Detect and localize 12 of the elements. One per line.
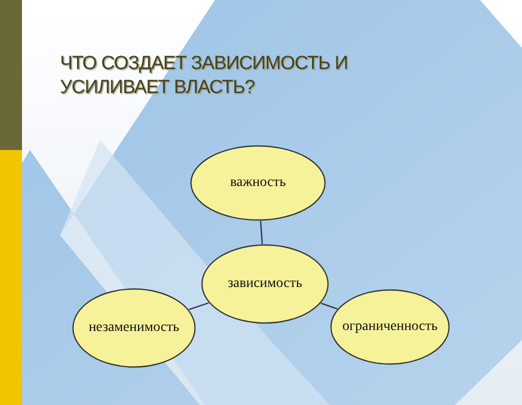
connector-line xyxy=(260,220,263,244)
node-label: ограниченность xyxy=(342,319,438,335)
connector-line xyxy=(188,302,209,310)
ellipse-node xyxy=(330,289,450,365)
connector-line xyxy=(320,302,338,310)
node-label: зависимость xyxy=(228,276,302,292)
slide-title: ЧТО СОЗДАЕТ ЗАВИСИМОСТЬ И УСИЛИВАЕТ ВЛАСТЬ? xyxy=(60,52,349,100)
ellipse-node xyxy=(201,244,329,324)
ellipse-node xyxy=(72,288,196,368)
node-label: важность xyxy=(230,175,286,191)
node-label: незаменимость xyxy=(88,320,180,336)
ellipse-node xyxy=(190,145,326,221)
